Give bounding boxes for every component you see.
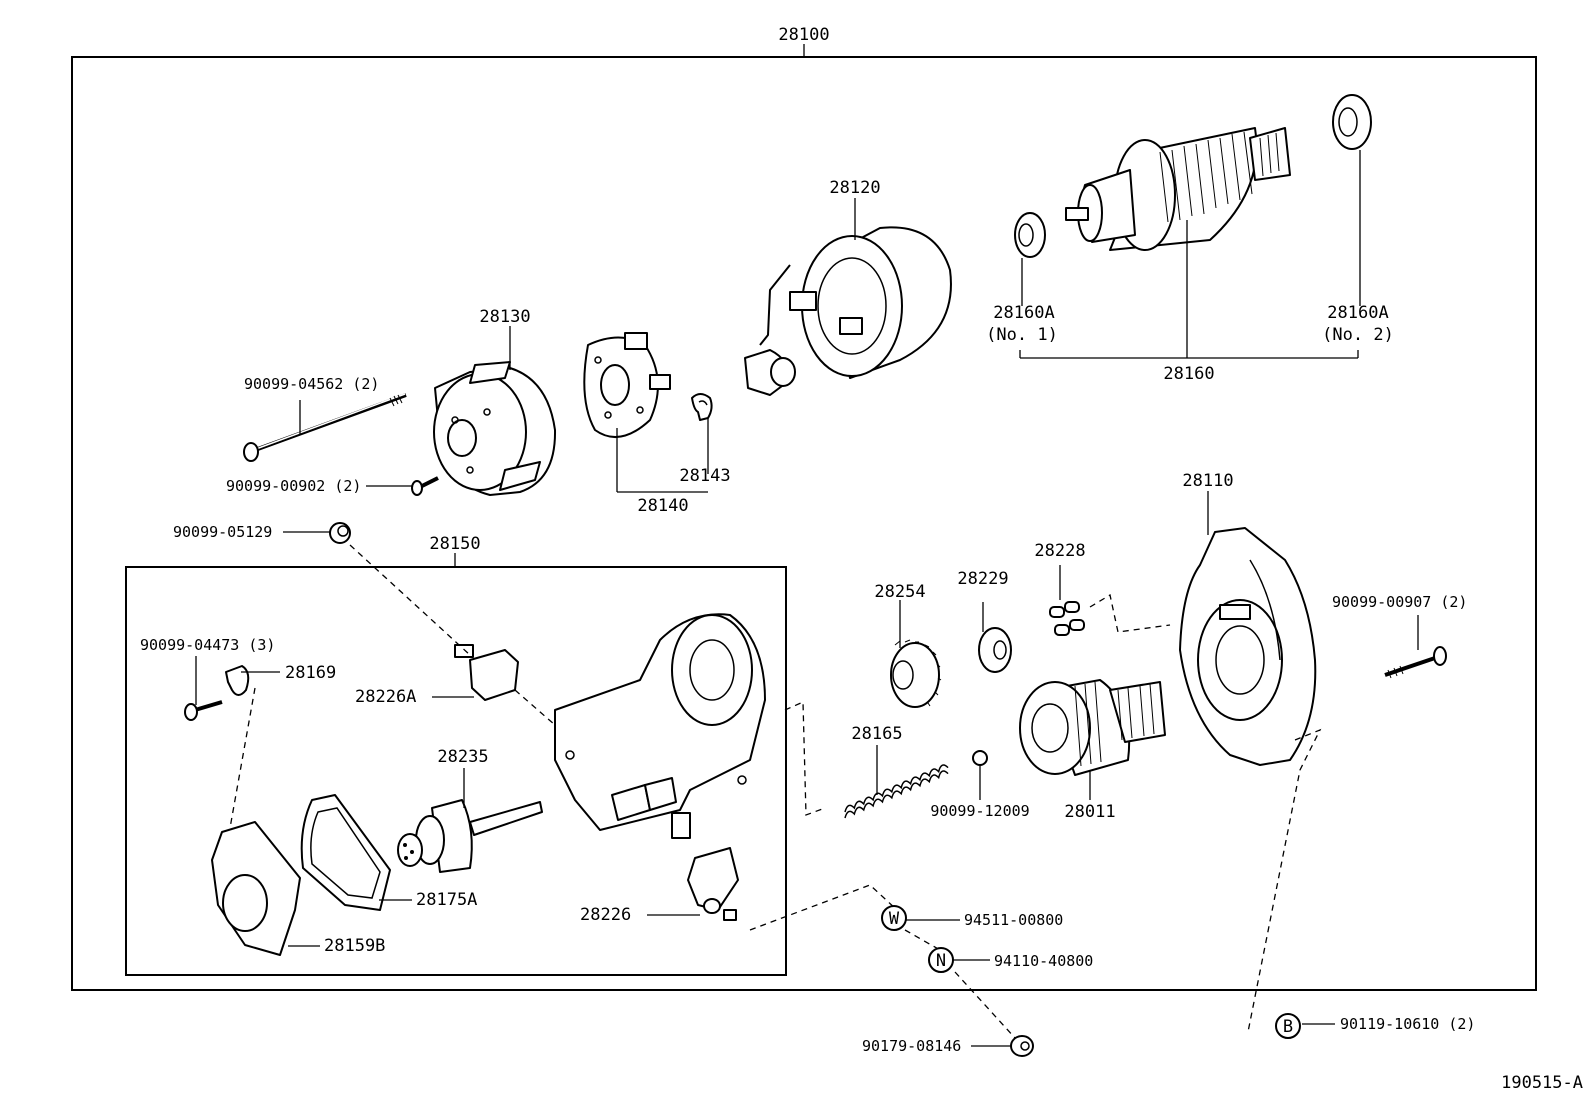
assembly-frame bbox=[71, 56, 1537, 991]
nut-label: 94110-40800 bbox=[994, 952, 1093, 970]
yoke-part bbox=[744, 226, 952, 396]
magnetic-switch-frame bbox=[125, 566, 787, 976]
screw-3-part bbox=[184, 700, 223, 721]
svg-text:W: W bbox=[889, 909, 900, 929]
roller-part bbox=[1049, 601, 1085, 636]
bearing-no2-note: (No. 2) bbox=[1322, 325, 1394, 345]
brush-spring-part bbox=[691, 393, 713, 421]
figure-id-label: 190515-A bbox=[1501, 1073, 1583, 1093]
clip-label: 28169 bbox=[285, 663, 336, 683]
armature-part bbox=[1065, 127, 1291, 251]
clutch-part bbox=[1019, 679, 1166, 776]
commutator-end-frame-part bbox=[433, 361, 557, 496]
plug-part bbox=[329, 522, 351, 544]
spring-part bbox=[844, 764, 949, 819]
ball-label: 90099-12009 bbox=[930, 802, 1029, 820]
clip-part bbox=[225, 665, 250, 696]
retainer-label: 28229 bbox=[957, 569, 1008, 589]
bearing-no1-label: 28160A bbox=[993, 303, 1054, 323]
terminal-label: 28226 bbox=[580, 905, 631, 925]
gasket-part bbox=[300, 794, 391, 911]
armature-label: 28160 bbox=[1163, 364, 1214, 384]
svg-text:B: B bbox=[1283, 1017, 1293, 1037]
housing-bolt-part bbox=[1384, 646, 1447, 679]
starter-housing-label: 28110 bbox=[1182, 471, 1233, 491]
terminal-part bbox=[687, 847, 739, 921]
terminal-a-label: 28226A bbox=[355, 687, 416, 707]
commutator-end-frame-label: 28130 bbox=[479, 307, 530, 327]
spring-label: 28165 bbox=[851, 724, 902, 744]
retainer-part bbox=[978, 627, 1012, 673]
assembly-label: 28100 bbox=[778, 25, 829, 45]
brush-spring-label: 28143 bbox=[679, 466, 730, 486]
plunger-label: 28235 bbox=[437, 747, 488, 767]
terminal-a-part bbox=[454, 644, 519, 701]
screw-3-label: 90099-04473 (3) bbox=[140, 636, 275, 654]
ball-part bbox=[972, 750, 988, 766]
plunger-part bbox=[397, 799, 543, 873]
magnetic-switch-label: 28150 bbox=[429, 534, 480, 554]
end-cover-label: 28159B bbox=[324, 936, 385, 956]
nut-2-part bbox=[1010, 1035, 1034, 1057]
roller-label: 28228 bbox=[1034, 541, 1085, 561]
svg-text:N: N bbox=[936, 951, 946, 971]
idler-gear-part bbox=[890, 639, 942, 708]
bearing-no2-part bbox=[1332, 94, 1372, 150]
screw-label: 90099-00902 (2) bbox=[226, 477, 361, 495]
bolt-2-label: 90119-10610 (2) bbox=[1340, 1015, 1475, 1033]
end-cover-part bbox=[211, 821, 301, 956]
starter-housing-part bbox=[1179, 527, 1317, 766]
nut-2-label: 90179-08146 bbox=[862, 1037, 961, 1055]
bearing-no1-part bbox=[1014, 212, 1046, 258]
washer-label: 94511-00800 bbox=[964, 911, 1063, 929]
yoke-label: 28120 bbox=[829, 178, 880, 198]
gasket-label: 28175A bbox=[416, 890, 477, 910]
brush-holder-label: 28140 bbox=[637, 496, 688, 516]
bearing-no1-note: (No. 1) bbox=[986, 325, 1058, 345]
plug-label: 90099-05129 bbox=[173, 523, 272, 541]
nut-code-badge: N bbox=[928, 947, 954, 973]
through-bolt-label: 90099-04562 (2) bbox=[244, 375, 379, 393]
switch-body-part bbox=[554, 613, 766, 839]
clutch-label: 28011 bbox=[1064, 802, 1115, 822]
housing-bolt-label: 90099-00907 (2) bbox=[1332, 593, 1467, 611]
screw-part bbox=[411, 476, 439, 496]
brush-holder-part bbox=[583, 332, 671, 438]
bolt-code-badge: B bbox=[1275, 1013, 1301, 1039]
through-bolt-part bbox=[243, 393, 407, 462]
idler-gear-label: 28254 bbox=[874, 582, 925, 602]
bearing-no2-label: 28160A bbox=[1327, 303, 1388, 323]
washer-code-badge: W bbox=[881, 905, 907, 931]
